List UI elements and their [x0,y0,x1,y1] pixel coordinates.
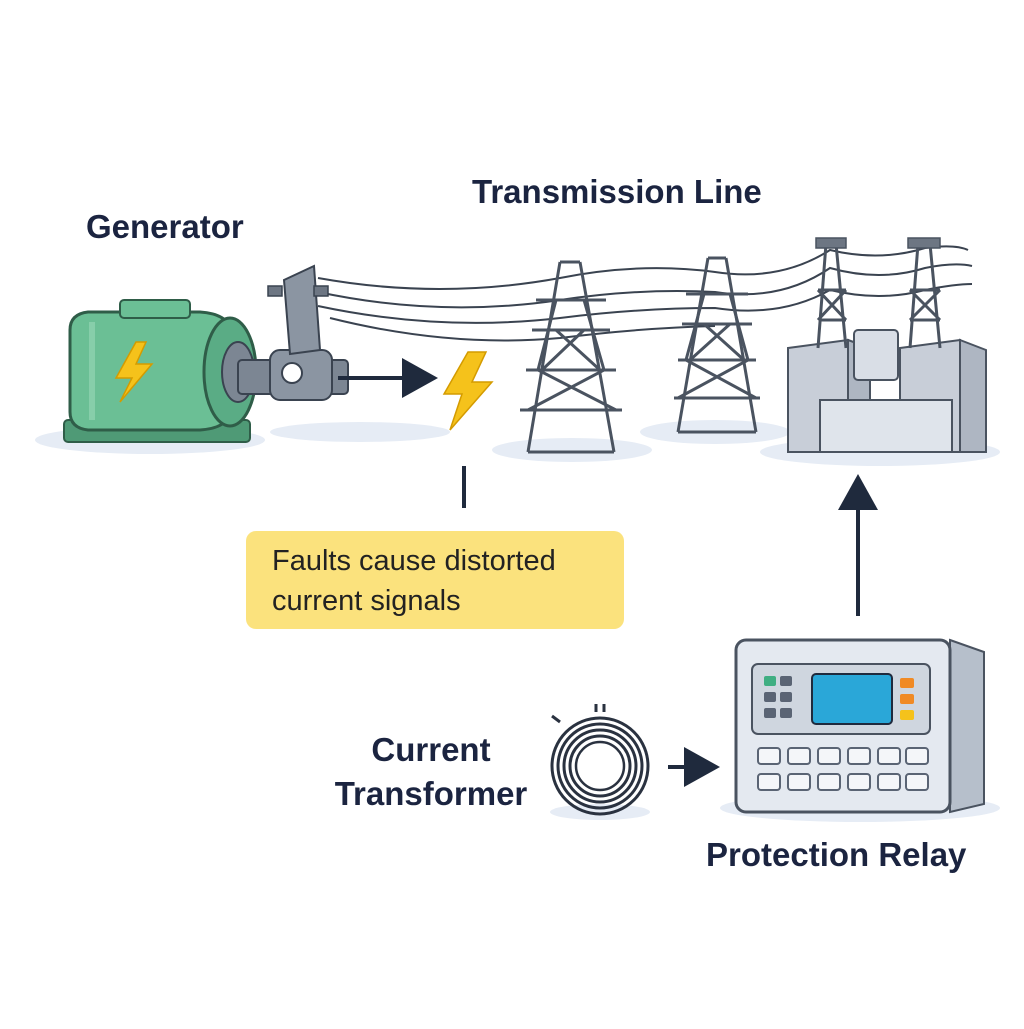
protection-relay-icon [734,638,985,814]
current-transformer-coil-icon [550,704,650,816]
generator-label: Generator [86,208,244,245]
transmission-line-label: Transmission Line [472,173,762,210]
transmission-tower-icon [520,260,622,454]
fault-note-callout: Faults cause distorted current signals [246,531,624,629]
fault-note-line2: current signals [272,585,461,617]
current-transformer-label-line1: Current [371,731,491,768]
transmission-wires [317,245,973,342]
transmission-tower-icon [674,256,760,434]
coupling-icon [237,264,349,401]
substation-icon [787,237,987,453]
relay-screen [811,673,893,725]
protection-relay-label: Protection Relay [706,836,967,873]
lightning-bolt-icon [114,341,154,403]
current-transformer-label: Current Transformer [326,728,536,816]
generator-icon [63,299,258,443]
lightning-bolt-icon [442,351,494,431]
current-transformer-label-line2: Transformer [334,775,528,812]
fault-note-line1: Faults cause distorted [272,545,556,577]
